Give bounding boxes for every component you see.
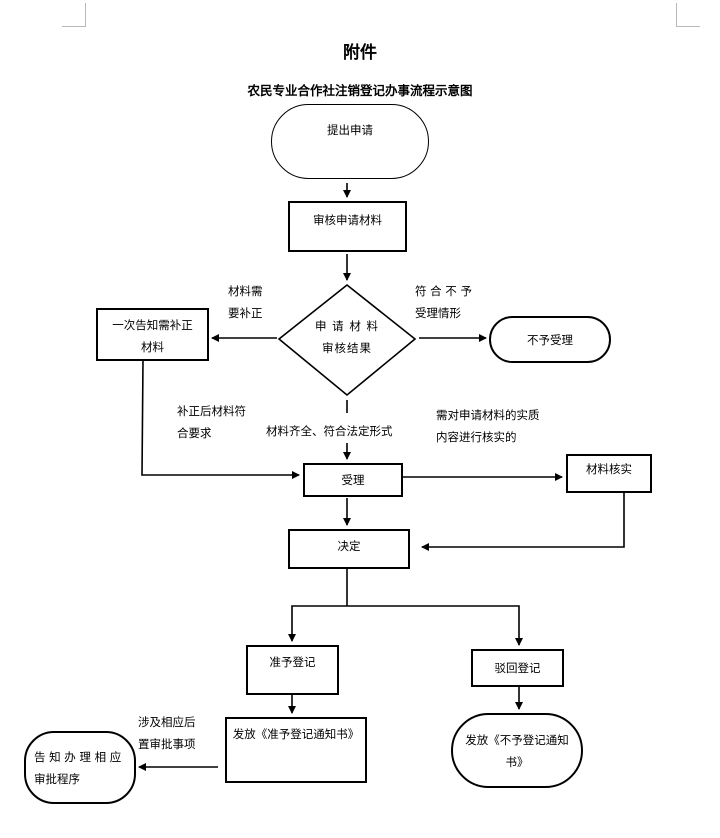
node-approve-registration: 准予登记 (246, 645, 339, 695)
node-submit-application-text: 提出申请 (327, 123, 373, 137)
edge-label-not-accept-line2: 受理情形 (415, 306, 461, 320)
edge-label-complete-text: 材料齐全、符合法定形式 (266, 424, 393, 438)
edge-label-followup-line1: 涉及相应后 (138, 715, 196, 729)
edge-label-followup-line2: 置审批事项 (138, 737, 196, 751)
node-approve-registration-text: 准予登记 (269, 655, 316, 669)
edge-label-not-accept: 符 合 不 予 受理情形 (415, 280, 472, 324)
edge-decide-to-deny (347, 605, 523, 646)
node-review-materials-text: 审核申请材料 (313, 213, 382, 227)
node-submit-application: 提出申请 (271, 104, 429, 179)
crop-mark-top-right-horizontal (676, 26, 700, 27)
edge-label-fixed-ok-line1: 补正后材料符 (177, 404, 246, 418)
decision-text-line2: 审核结果 (322, 341, 372, 355)
edge-label-need-verify-line2: 内容进行核实的 (436, 430, 517, 444)
node-notify-fix-line1: 一次告知需补正 (112, 317, 193, 332)
node-issue-denial-line2: 书》 (505, 754, 529, 769)
edge-label-not-accept-line1: 符 合 不 予 (415, 284, 472, 298)
edge-label-need-verify: 需对申请材料的实质 内容进行核实的 (436, 404, 540, 448)
node-reject-acceptance-text: 不予受理 (527, 332, 573, 347)
node-notify-followup-line1: 告 知 办 理 相 应 (34, 749, 122, 764)
node-accept-text: 受理 (341, 473, 365, 487)
node-decide-text: 决定 (337, 539, 361, 553)
node-deny-registration: 驳回登记 (471, 649, 564, 687)
edge-label-need-fix-line2: 要补正 (228, 306, 263, 320)
decision-diamond (277, 283, 417, 397)
node-notify-fix-line2: 材料 (141, 339, 164, 354)
decision-text-line1: 申 请 材 料 (315, 319, 379, 333)
node-issue-approval-notice: 发放《准予登记通知书》 (225, 717, 367, 783)
node-notify-followup-approval: 告 知 办 理 相 应 审批程序 (24, 731, 136, 804)
flowchart-title: 农民专业合作社注销登记办事流程示意图 (247, 83, 473, 98)
edge-label-need-fix: 材料需 要补正 (228, 280, 263, 324)
node-issue-denial-line1: 发放《不予登记通知 (465, 732, 569, 747)
node-reject-acceptance: 不予受理 (489, 316, 611, 363)
node-decide: 决定 (288, 529, 410, 569)
crop-mark-top-left-vertical (85, 3, 86, 27)
node-notify-followup-line2: 审批程序 (34, 771, 80, 786)
edge-label-need-verify-line1: 需对申请材料的实质 (436, 408, 540, 422)
edge-notify-fix-to-accept (141, 359, 300, 479)
node-review-materials: 审核申请材料 (288, 201, 407, 252)
node-deny-registration-text: 驳回登记 (494, 661, 541, 675)
edge-label-need-fix-line1: 材料需 (228, 284, 263, 298)
edge-verify-to-decide (421, 492, 625, 551)
crop-mark-top-right-vertical (676, 3, 677, 27)
crop-mark-top-left-horizontal (62, 26, 86, 27)
node-verify-materials: 材料核实 (566, 454, 652, 493)
edge-label-fixed-ok: 补正后材料符 合要求 (177, 400, 246, 444)
document-heading: 附件 (343, 43, 377, 63)
edge-label-complete: 材料齐全、符合法定形式 (266, 420, 393, 442)
node-verify-materials-text: 材料核实 (586, 462, 632, 476)
node-issue-denial-notice: 发放《不予登记通知 书》 (451, 713, 583, 788)
edge-label-fixed-ok-line2: 合要求 (177, 426, 212, 440)
node-issue-approval-notice-text: 发放《准予登记通知书》 (232, 727, 360, 741)
decision-text: 申 请 材 料 审核结果 (307, 315, 387, 359)
node-accept: 受理 (303, 463, 403, 497)
edge-label-followup: 涉及相应后 置审批事项 (138, 711, 196, 755)
node-notify-fix-materials: 一次告知需补正 材料 (96, 308, 209, 361)
edge-decide-to-approve (288, 605, 347, 642)
